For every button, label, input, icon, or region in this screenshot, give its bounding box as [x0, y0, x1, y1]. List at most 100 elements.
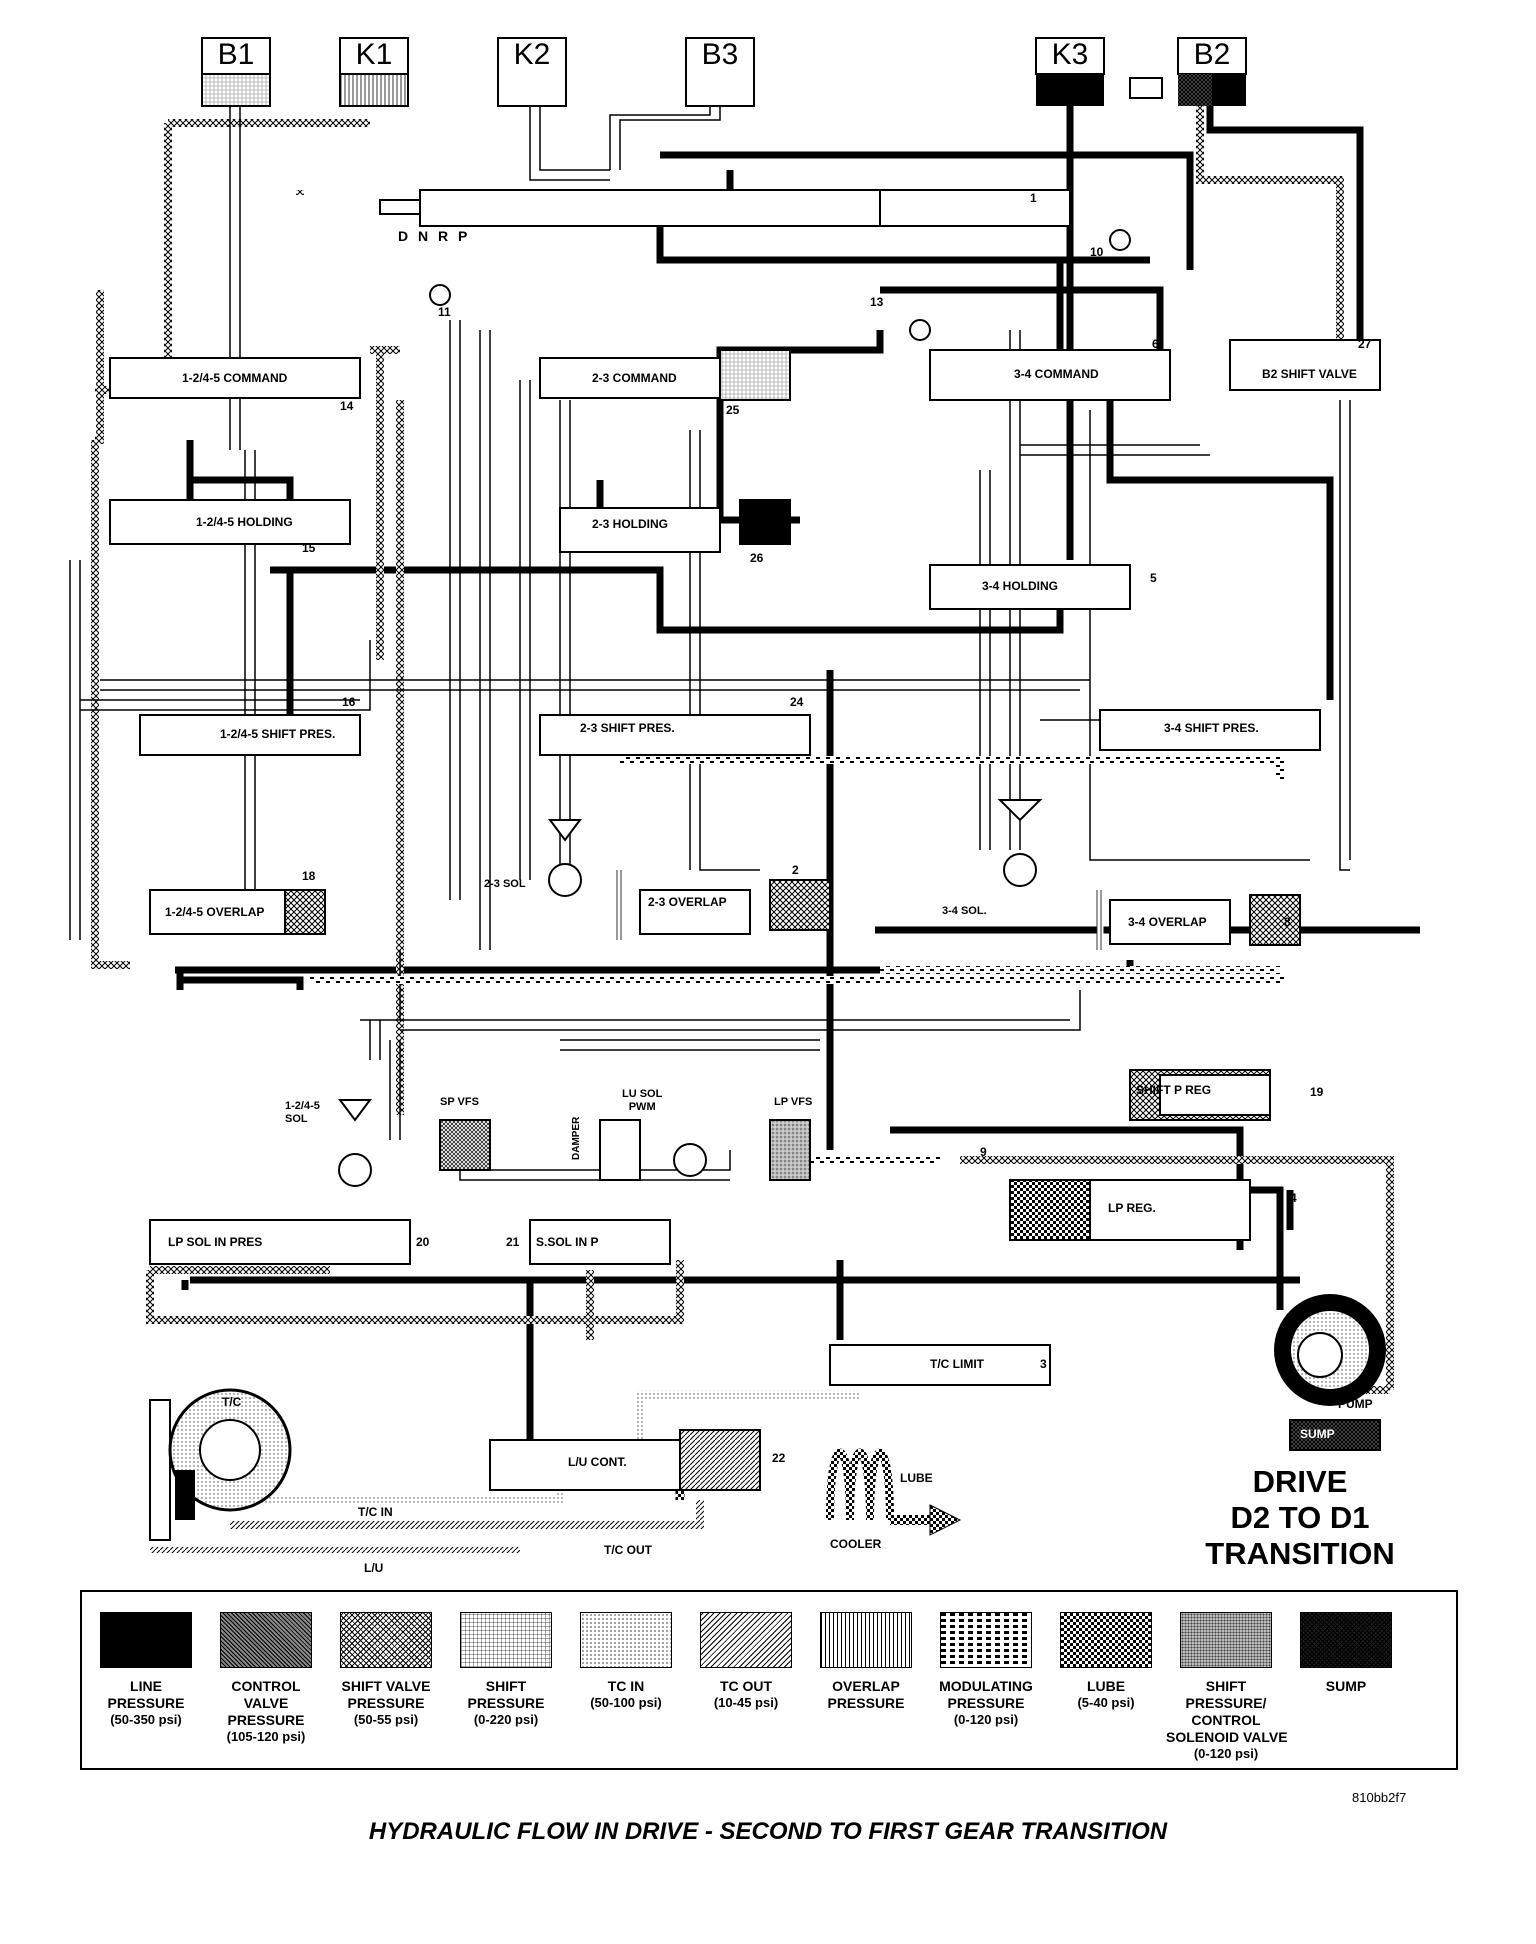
modulating-passages: [310, 756, 1284, 1164]
clutch-k2-box: [497, 37, 567, 107]
label-sol-1245: 1-2/4-5 SOL: [285, 1100, 320, 1125]
number-3: 3: [1040, 1357, 1047, 1371]
legend-item: LINE PRESSURE (50-350 psi): [86, 1592, 206, 1728]
valve-b2-shift: [1229, 339, 1381, 391]
valve-1245-overlap: [149, 889, 311, 935]
valve-23-shift-pres: [539, 714, 811, 756]
title-line-2: D2 TO D1: [1230, 1500, 1370, 1535]
legend-label: SHIFT PRESSURE/ CONTROL SOLENOID VALVE: [1166, 1678, 1288, 1745]
label-lp-sol-in-pres: LP SOL IN PRES: [168, 1235, 263, 1249]
label-34-shift-pres: 3-4 SHIFT PRES.: [1164, 721, 1259, 735]
sol-1245-ball: [338, 1153, 372, 1187]
valve-1-body: [879, 189, 1071, 227]
number-1: 1: [1030, 191, 1037, 205]
label-sol-34: 3-4 SOL.: [942, 905, 987, 917]
label-shift-p-reg: SHIFT P REG: [1136, 1083, 1212, 1097]
clutch-label-b3: B3: [701, 38, 739, 71]
shift-pressure-passages: [69, 106, 1351, 1181]
number-26: 26: [750, 551, 764, 565]
label-1245-shift-pres: 1-2/4-5 SHIFT PRES.: [220, 727, 336, 741]
check-ball-13: [909, 319, 931, 341]
label-34-overlap: 3-4 OVERLAP: [1128, 915, 1207, 929]
number-25: 25: [726, 403, 740, 417]
number-27: 27: [1358, 337, 1372, 351]
legend-item: SUMP: [1286, 1592, 1406, 1695]
clutch-b1-fill: [201, 73, 271, 107]
label-lube: LUBE: [900, 1471, 933, 1485]
valve-34-command: [929, 349, 1171, 401]
label-tc-in: T/C IN: [358, 1505, 393, 1519]
number-22: 22: [772, 1451, 786, 1465]
number-19: 19: [1310, 1085, 1324, 1099]
legend-label: SUMP: [1325, 1678, 1367, 1694]
legend-label: MODULATING PRESSURE: [939, 1678, 1033, 1711]
label-23-holding: 2-3 HOLDING: [592, 517, 669, 531]
label-34-holding: 3-4 HOLDING: [982, 579, 1059, 593]
sp-vfs-body: [439, 1119, 491, 1171]
number-9: 9: [980, 1145, 987, 1159]
clutch-label-k3: K3: [1051, 38, 1089, 71]
label-34-command: 3-4 COMMAND: [1014, 367, 1099, 381]
clutch-label-b1: B1: [217, 38, 255, 71]
valve-1245-overlap-end: [284, 889, 326, 935]
legend-psi: (5-40 psi): [1077, 1695, 1135, 1710]
number-10: 10: [1090, 245, 1104, 259]
legend-psi: (50-350 psi): [110, 1712, 182, 1727]
label-lu-cont: L/U CONT.: [568, 1455, 627, 1469]
label-pump: PUMP: [1338, 1397, 1373, 1411]
clutch-b2-box: [1177, 37, 1247, 75]
valve-23-command: [539, 357, 721, 399]
legend-item: SHIFT PRESSURE (0-220 psi): [446, 1592, 566, 1728]
legend-psi: (50-100 psi): [590, 1695, 662, 1710]
valve-23-holding: [559, 507, 721, 553]
legend-swatch-tc-out: [700, 1612, 792, 1668]
legend-label: LINE PRESSURE: [107, 1678, 185, 1711]
label-s-sol-in-p: S.SOL IN P: [536, 1235, 599, 1249]
valve-1245-holding: [109, 499, 351, 545]
legend-psi: (105-120 psi): [226, 1729, 306, 1744]
clutch-k3-fill: [1036, 74, 1104, 106]
legend-label: SHIFT VALVE PRESSURE: [341, 1678, 431, 1711]
valve-23-overlap-end: [769, 879, 831, 931]
label-lu: L/U: [364, 1561, 384, 1575]
legend-swatch-sump: [1300, 1612, 1392, 1668]
label-cooler: COOLER: [830, 1537, 882, 1551]
title-line-1: DRIVE: [1252, 1464, 1348, 1499]
number-18: 18: [302, 869, 316, 883]
label-tc-limit: T/C LIMIT: [930, 1357, 984, 1371]
legend-swatch-modulating: [940, 1612, 1032, 1668]
number-6: 6: [1152, 337, 1159, 351]
label-lp-reg: LP REG.: [1108, 1201, 1156, 1215]
number-16: 16: [342, 695, 356, 709]
valve-34-overlap: [1109, 899, 1231, 945]
figure-id: 810bb2f7: [1352, 1790, 1407, 1805]
legend-label: TC IN: [607, 1678, 645, 1694]
legend-item: SHIFT PRESSURE/ CONTROL SOLENOID VALVE (…: [1166, 1592, 1288, 1762]
legend-item: MODULATING PRESSURE (0-120 psi): [926, 1592, 1046, 1728]
label-lp-vfs: LP VFS: [774, 1096, 813, 1108]
legend-swatch-shift: [460, 1612, 552, 1668]
legend-item: OVERLAP PRESSURE: [806, 1592, 926, 1712]
legend-swatch-shift-valve: [340, 1612, 432, 1668]
number-15: 15: [302, 541, 316, 555]
valve-s-sol-in-p: [529, 1219, 671, 1265]
valve-tc-limit: [829, 1344, 1051, 1386]
legend-psi: (0-120 psi): [1193, 1746, 1259, 1761]
legend-swatch-tc-in: [580, 1612, 672, 1668]
label-23-shift-pres: 2-3 SHIFT PRES.: [580, 721, 675, 735]
legend-item: TC OUT (10-45 psi): [686, 1592, 806, 1711]
legend-item: TC IN (50-100 psi): [566, 1592, 686, 1711]
legend-label: CONTROL VALVE PRESSURE: [227, 1678, 305, 1728]
label-23-overlap: 2-3 OVERLAP: [648, 895, 727, 909]
legend-psi: (50-55 psi): [353, 1712, 419, 1727]
number-4: 4: [1290, 1191, 1297, 1205]
clutch-label-k2: K2: [513, 38, 551, 71]
manual-valve: [419, 189, 881, 227]
legend: LINE PRESSURE (50-350 psi) CONTROL VALVE…: [80, 1590, 1458, 1770]
label-sp-vfs: SP VFS: [440, 1096, 479, 1108]
legend-label: LUBE: [1086, 1678, 1126, 1694]
pump: [1274, 1294, 1386, 1451]
valve-23-overlap: [639, 889, 751, 935]
b2-accumulator: [1129, 77, 1163, 99]
